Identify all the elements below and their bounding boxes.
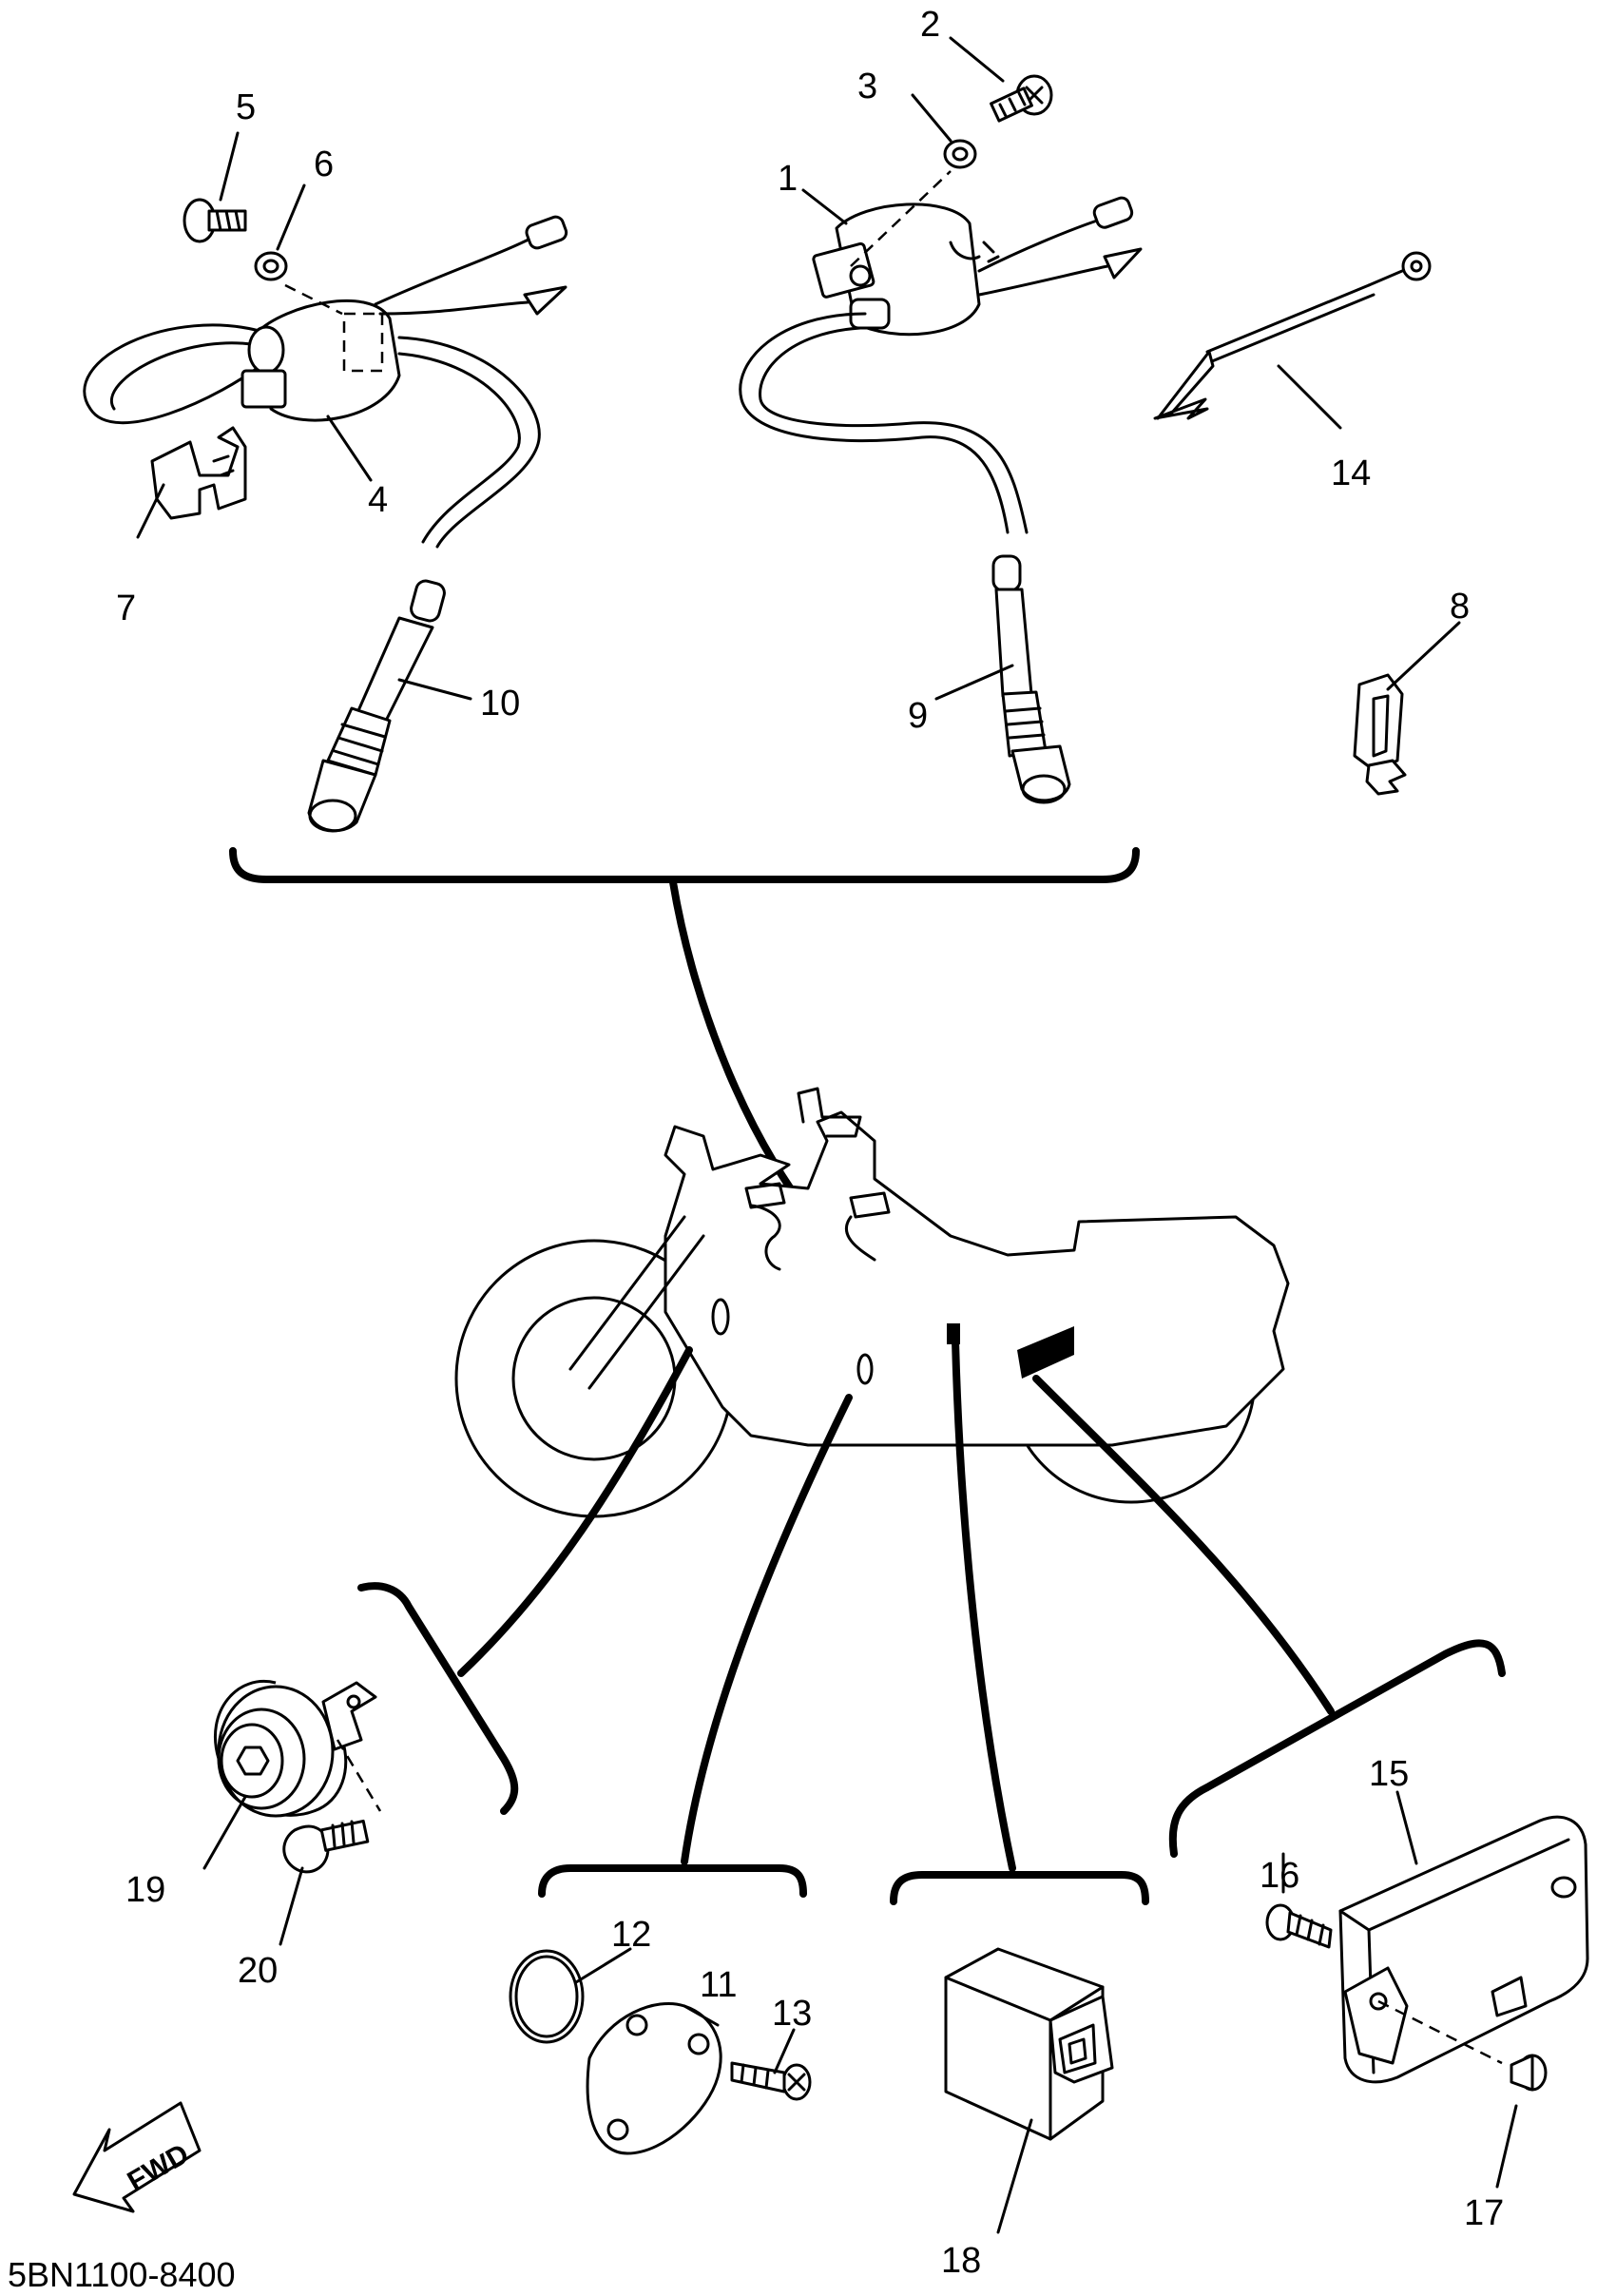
leader-pickup bbox=[681, 1394, 853, 1865]
fwd-arrow-icon: FWD bbox=[72, 2101, 202, 2213]
leader-regulator bbox=[1032, 1375, 1335, 1715]
screw-16 bbox=[1265, 1903, 1333, 1949]
callout-14: 14 bbox=[1331, 453, 1371, 493]
callout-2: 2 bbox=[920, 5, 940, 45]
callout-7: 7 bbox=[116, 588, 136, 628]
callout-19: 19 bbox=[125, 1870, 165, 1910]
bolt-5 bbox=[183, 198, 247, 243]
regulator-bracket bbox=[1168, 1639, 1506, 1858]
o-ring-12 bbox=[509, 1949, 585, 2044]
callout-12: 12 bbox=[611, 1915, 651, 1955]
callout-11: 11 bbox=[700, 1965, 737, 2005]
callout-15: 15 bbox=[1369, 1754, 1409, 1794]
callout-10: 10 bbox=[480, 684, 520, 724]
callout-8: 8 bbox=[1450, 587, 1470, 627]
callout-13: 13 bbox=[772, 1994, 812, 2034]
top-group-bracket bbox=[229, 847, 1140, 883]
washer-6 bbox=[254, 251, 288, 281]
callout-9: 9 bbox=[908, 696, 928, 736]
plug-cap-9 bbox=[991, 554, 1071, 804]
plug-cap-10 bbox=[307, 579, 446, 833]
ignition-coil-left bbox=[83, 215, 568, 549]
diagram-code: 5BN1100-8400 bbox=[8, 2255, 236, 2294]
callout-6: 6 bbox=[314, 145, 334, 184]
leader-relay bbox=[952, 1337, 1016, 1872]
callout-numbers: 1 2 3 4 5 6 7 8 9 10 11 12 13 14 15 16 1… bbox=[116, 5, 1504, 2281]
callout-16: 16 bbox=[1260, 1856, 1299, 1896]
washer-3 bbox=[943, 139, 977, 169]
ignition-coil-right bbox=[739, 170, 1143, 534]
horn-bracket bbox=[357, 1582, 519, 1815]
callout-3: 3 bbox=[857, 67, 877, 106]
callout-lines bbox=[136, 36, 1518, 2234]
clamp-7 bbox=[150, 426, 247, 520]
motorcycle-outline bbox=[454, 1087, 1290, 1518]
screw-13 bbox=[730, 2061, 812, 2101]
callout-17: 17 bbox=[1464, 2193, 1504, 2233]
pickup-coil-11 bbox=[586, 2001, 722, 2155]
callout-1: 1 bbox=[778, 159, 798, 199]
ground-lead-14 bbox=[1153, 251, 1432, 420]
callout-5: 5 bbox=[236, 87, 256, 127]
leader-horn bbox=[457, 1346, 693, 1677]
callout-18: 18 bbox=[941, 2241, 981, 2281]
screw-2 bbox=[990, 74, 1053, 123]
horn-19 bbox=[213, 1680, 382, 1818]
callout-4: 4 bbox=[368, 480, 388, 520]
rectifier-regulator-15 bbox=[1338, 1815, 1589, 2084]
callout-20: 20 bbox=[238, 1951, 278, 1991]
pickup-bracket bbox=[538, 1864, 807, 1898]
collar-17 bbox=[1510, 2054, 1548, 2092]
relay-18 bbox=[944, 1947, 1114, 2141]
bolt-20 bbox=[282, 1819, 370, 1874]
relay-bracket bbox=[890, 1871, 1149, 1905]
clip-8 bbox=[1353, 673, 1407, 796]
